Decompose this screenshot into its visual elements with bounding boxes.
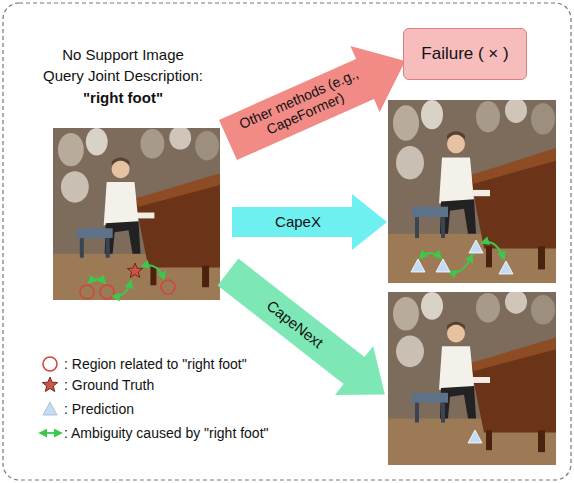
prompt-text: Query Joint Description: — [43, 67, 203, 84]
legend-text: : Region related to "right foot" — [64, 356, 247, 372]
arrow-label: CapeX — [275, 213, 321, 230]
ground-truth-star — [127, 263, 142, 278]
input-photo — [53, 126, 220, 300]
prediction-triangles — [411, 240, 513, 443]
node-text: Failure ( × ) — [421, 44, 508, 64]
big-arrow — [232, 194, 387, 250]
dashed-frame — [3, 3, 571, 480]
big-arrow — [209, 248, 404, 419]
ambiguity-arrows — [89, 242, 504, 296]
legend-text: : Ambiguity caused by "right foot" — [64, 425, 269, 441]
output-photo — [388, 98, 556, 283]
big-arrow — [213, 28, 420, 173]
legend-text: : Ground Truth — [64, 377, 154, 393]
output-photo — [388, 290, 556, 465]
failure-box: Failure ( × ) — [403, 28, 527, 80]
prompt-text: No Support Image — [62, 46, 184, 63]
legend-symbols — [40, 357, 61, 433]
joint-description: "right foot" — [83, 89, 163, 106]
arrow-label: Other methods (e.g., CapeFormer) — [232, 63, 373, 149]
arrow-label: CapeNext — [263, 297, 326, 352]
region-circles — [80, 280, 175, 299]
legend-text: : Prediction — [64, 401, 134, 417]
